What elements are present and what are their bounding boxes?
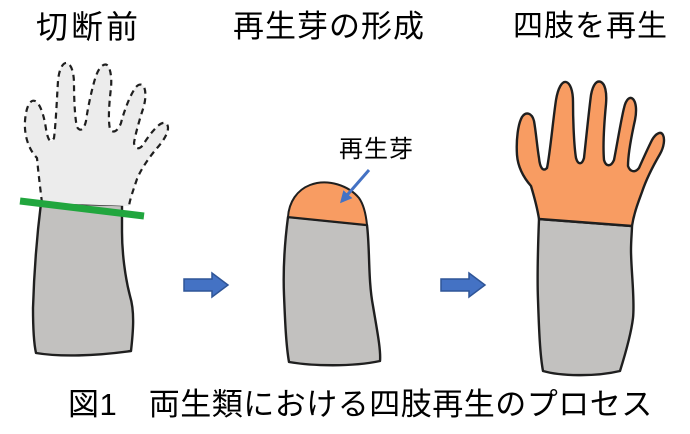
- step-arrow-2-icon: [440, 271, 487, 299]
- blastema-pointer-arrow-icon: [340, 169, 371, 204]
- figure-caption: 図1 両生類における四肢再生のプロセス: [68, 387, 653, 422]
- stage-blastema-formation-drawing: [282, 169, 382, 367]
- stage-title-blastema-formation: 再生芽の形成: [233, 9, 425, 44]
- amputation-cut-line: [19, 197, 145, 220]
- blastema-label: 再生芽: [339, 136, 414, 163]
- forearm-shape: [536, 217, 635, 377]
- blastema-cap-shape: [287, 181, 368, 226]
- stump-shape: [282, 215, 382, 367]
- stage-before-amputation-drawing: [19, 61, 170, 357]
- step-arrow-1-icon: [183, 271, 230, 299]
- regenerated-hand-shape: [515, 80, 666, 228]
- intact-hand-dashed-outline: [23, 61, 170, 207]
- stage-title-before-amputation: 切断前: [36, 9, 142, 45]
- forearm-shape: [31, 201, 135, 357]
- stage-limb-regenerated-drawing: [515, 80, 666, 377]
- intact-hand-fill: [24, 62, 169, 206]
- stage-title-limb-regenerated: 四肢を再生: [513, 10, 668, 43]
